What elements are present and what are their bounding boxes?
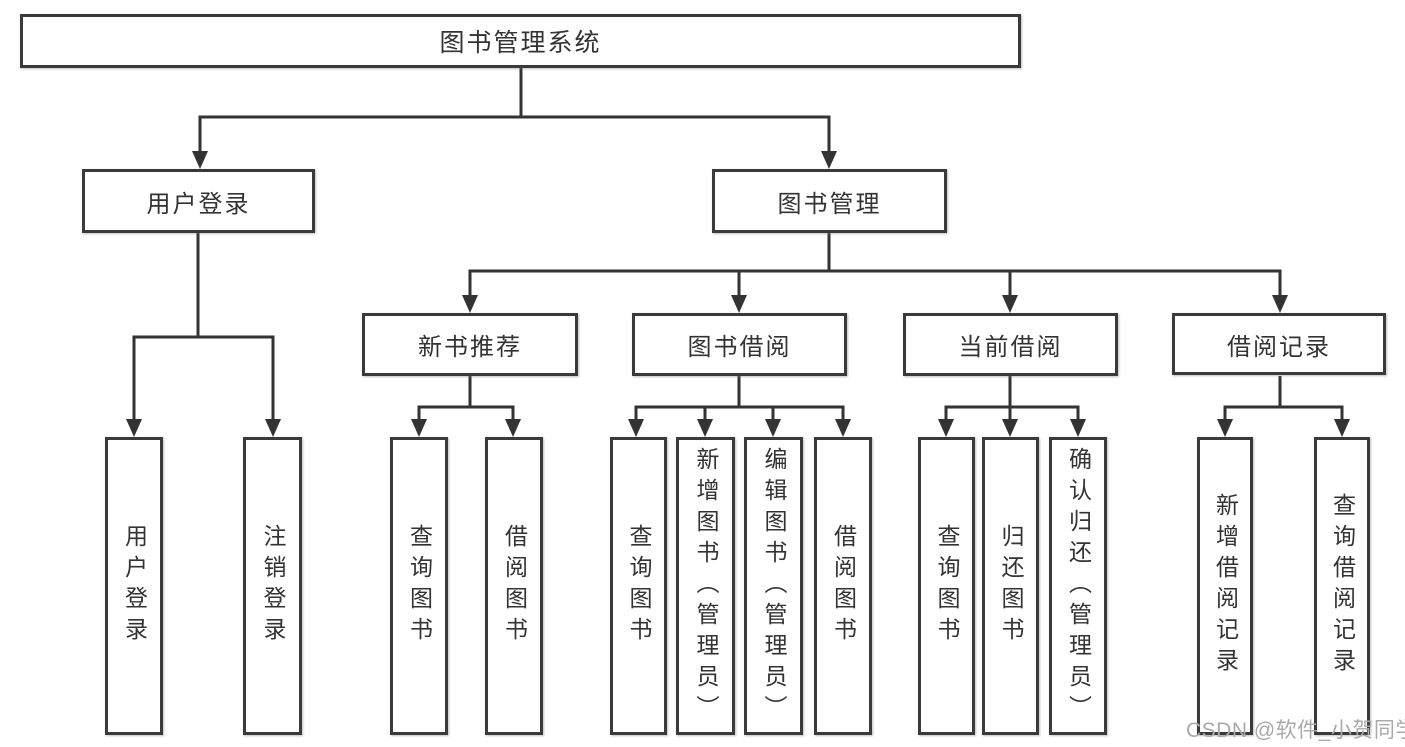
connector-bookborrow-to-leaves [628, 376, 851, 437]
node-leaf-query-books-3-label: 查询图书 [934, 524, 960, 648]
node-leaf-add-borrow-record-label: 新增借阅记录 [1212, 493, 1239, 679]
node-library-system: 图书管理系统 [20, 14, 1021, 68]
node-leaf-query-books-2: 查询图书 [610, 437, 667, 735]
node-borrowing-records: 借阅记录 [1172, 313, 1386, 375]
connector-userlogin-to-leaves [126, 233, 281, 437]
node-current-borrowing-label: 当前借阅 [958, 334, 1063, 361]
connector-bookmgmt-to-level3 [462, 233, 1288, 313]
connector-newbookrec-to-leaves [411, 376, 521, 437]
node-leaf-edit-books-admin-label: 编辑图书（管理员） [761, 446, 787, 726]
csdn-watermark: CSDN @软件_小贺同学 [1186, 719, 1405, 742]
node-book-borrowing: 图书借阅 [632, 313, 847, 376]
node-leaf-query-borrow-record-label: 查询借阅记录 [1329, 493, 1356, 679]
node-new-book-recommend: 新书推荐 [362, 313, 578, 376]
node-leaf-confirm-return-admin: 确认归还（管理员） [1049, 437, 1107, 735]
node-leaf-edit-books-admin: 编辑图书（管理员） [744, 437, 803, 735]
node-leaf-add-borrow-record: 新增借阅记录 [1197, 437, 1253, 735]
node-leaf-query-books-3: 查询图书 [918, 437, 975, 735]
node-leaf-query-books-2-label: 查询图书 [626, 524, 652, 648]
node-leaf-borrow-books-1-label: 借阅图书 [501, 524, 528, 648]
node-leaf-user-login: 用户登录 [105, 437, 163, 735]
node-leaf-logout-label: 注销登录 [260, 524, 286, 648]
node-leaf-return-books: 归还图书 [982, 437, 1039, 735]
node-leaf-query-borrow-record: 查询借阅记录 [1314, 437, 1370, 735]
connector-currentborrow-to-leaves [938, 376, 1086, 437]
connector-root-to-level2 [192, 67, 837, 169]
node-leaf-return-books-label: 归还图书 [998, 524, 1024, 648]
node-new-book-recommend-label: 新书推荐 [418, 334, 522, 361]
node-book-management: 图书管理 [712, 169, 947, 233]
node-borrowing-records-label: 借阅记录 [1227, 333, 1331, 361]
node-leaf-borrow-books-2-label: 借阅图书 [830, 524, 857, 648]
node-leaf-user-login-label: 用户登录 [121, 524, 148, 648]
node-leaf-borrow-books-2: 借阅图书 [814, 437, 872, 735]
node-leaf-query-books-1: 查询图书 [390, 437, 448, 735]
node-leaf-borrow-books-1: 借阅图书 [485, 437, 543, 735]
node-library-system-label: 图书管理系统 [439, 29, 602, 57]
connector-borrowrecord-to-leaves [1217, 376, 1350, 437]
node-current-borrowing: 当前借阅 [903, 313, 1118, 376]
node-user-login: 用户登录 [82, 169, 315, 233]
node-leaf-query-books-1-label: 查询图书 [406, 524, 433, 648]
node-book-management-label: 图书管理 [777, 190, 882, 218]
node-leaf-add-books-admin-label: 新增图书（管理员） [693, 446, 719, 726]
node-user-login-label: 用户登录 [146, 190, 251, 218]
node-leaf-logout: 注销登录 [243, 437, 302, 735]
node-leaf-add-books-admin: 新增图书（管理员） [676, 437, 735, 735]
node-book-borrowing-label: 图书借阅 [687, 334, 792, 361]
node-leaf-confirm-return-admin-label: 确认归还（管理员） [1065, 446, 1092, 726]
